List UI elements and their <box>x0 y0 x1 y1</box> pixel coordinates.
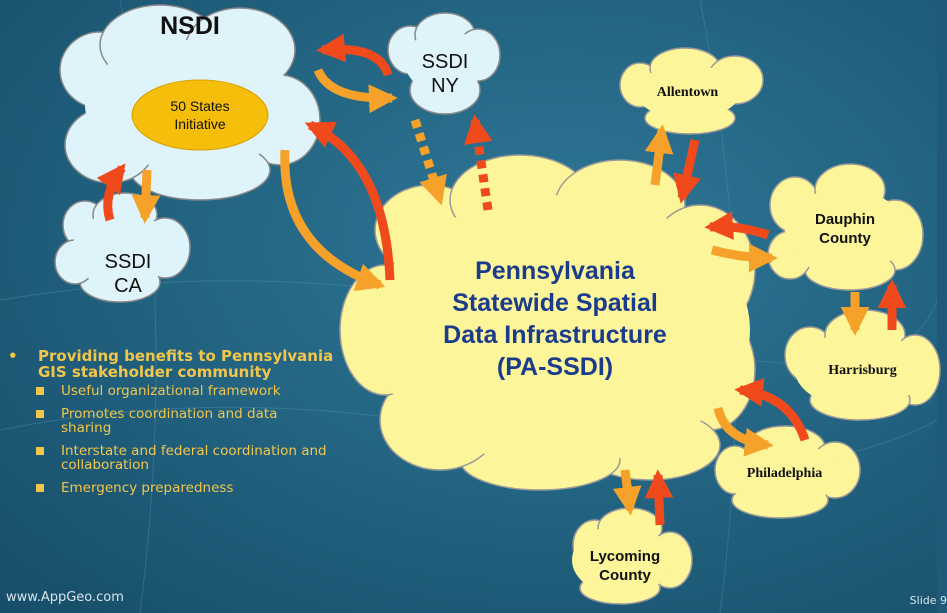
arrow-lycoming-to-pa <box>644 469 674 526</box>
arrow-pa-to-nsdi <box>304 120 395 281</box>
dauphin-county-cloud <box>767 163 924 291</box>
main-bullet: • Providing benefits to Pennsylvania GIS… <box>4 348 374 380</box>
philadelphia-cloud <box>714 425 861 519</box>
nsdi-cloud <box>59 4 321 201</box>
sub-bullet-text: Emergency preparedness <box>61 480 234 496</box>
ssdi-ny-cloud <box>387 12 501 115</box>
arrow-ca-to-nsdi <box>96 163 126 222</box>
arrow-ny-to-nsdi <box>316 33 393 77</box>
arrow-pa-to-lycoming <box>612 469 642 516</box>
sub-bullet-item: Promotes coordination and data sharing <box>36 406 374 436</box>
arrow-pa-to-ny <box>464 114 493 211</box>
sub-bullet-item: Interstate and federal coordination and … <box>36 443 374 473</box>
sub-bullet-item: Useful organizational framework <box>36 383 374 399</box>
benefits-list: • Providing benefits to Pennsylvania GIS… <box>4 348 374 504</box>
ssdi-ca-cloud <box>54 192 191 303</box>
sub-bullet-text: Interstate and federal coordination and … <box>61 443 327 473</box>
arrows <box>96 33 907 526</box>
sub-bullet-text: Promotes coordination and data sharing <box>61 406 278 436</box>
arrow-nsdi-to-ca <box>131 169 161 224</box>
harrisburg-cloud <box>784 309 941 421</box>
sub-bullets: Useful organizational framework Promotes… <box>36 383 374 496</box>
sub-bullet-item: Emergency preparedness <box>36 480 374 496</box>
arrow-allentown-to-pa <box>672 139 702 204</box>
square-bullet-icon <box>36 484 44 492</box>
slide-number: Slide 9 <box>909 594 947 607</box>
sub-bullet-text: Useful organizational framework <box>61 383 281 399</box>
allentown-cloud <box>619 47 764 135</box>
lycoming-county-cloud <box>572 507 693 605</box>
square-bullet-icon <box>36 387 44 395</box>
states-initiative-ellipse <box>131 79 269 151</box>
arrow-pa-to-allentown <box>644 124 674 186</box>
bullet-dot: • <box>8 347 18 365</box>
arrow-nsdi-to-pa <box>280 149 386 291</box>
arrow-pa-to-dauphin <box>710 243 778 273</box>
arrow-philadelphia-to-pa <box>734 377 810 442</box>
footer-url: www.AppGeo.com <box>6 590 124 605</box>
square-bullet-icon <box>36 447 44 455</box>
arrow-nsdi-to-ny <box>313 68 398 114</box>
square-bullet-icon <box>36 410 44 418</box>
pa-ssdi-cloud <box>339 154 756 491</box>
arrow-dauphin-to-pa <box>704 211 770 240</box>
main-bullet-text: Providing benefits to Pennsylvania GIS s… <box>38 347 334 381</box>
arrow-pa-to-philadelphia <box>713 406 774 457</box>
